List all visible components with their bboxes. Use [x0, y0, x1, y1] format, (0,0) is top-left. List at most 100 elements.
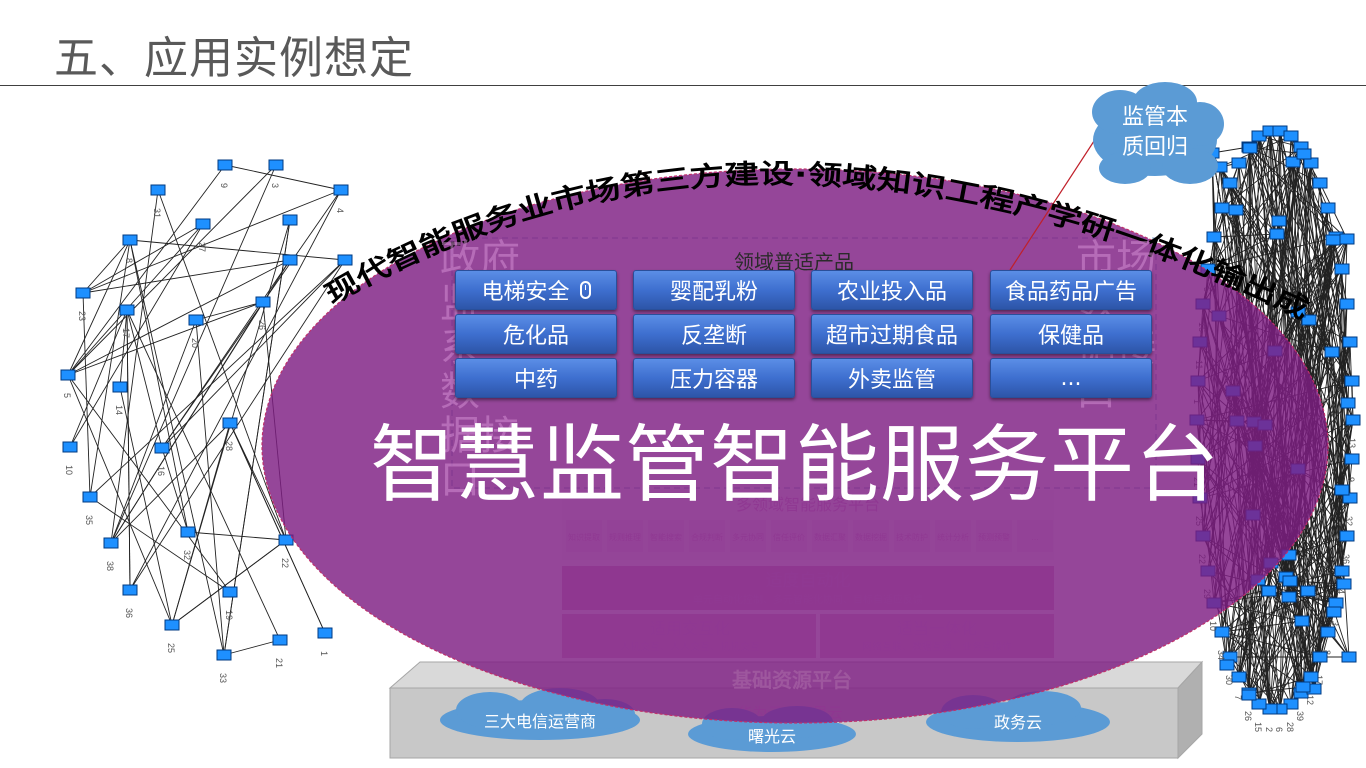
right-network-node	[1334, 263, 1350, 275]
network-edge	[224, 164, 342, 191]
network-edge	[1310, 489, 1343, 678]
network-node-label: 34	[1216, 650, 1226, 660]
network-edge	[126, 309, 131, 591]
network-edge	[1249, 147, 1354, 421]
right-network-node	[1325, 234, 1341, 246]
left-network-node	[255, 296, 271, 308]
product-expired-food[interactable]: 超市过期食品	[811, 314, 973, 354]
network-edge	[110, 189, 159, 544]
network-edge	[1258, 596, 1290, 705]
right-network-node	[1271, 215, 1287, 227]
title-divider	[0, 85, 1366, 86]
right-network-node	[1290, 306, 1306, 318]
network-node-label: 23	[77, 311, 87, 321]
callout-line-2: 质回归	[1121, 135, 1188, 160]
network-edge	[110, 164, 277, 544]
callout-line-1: 监管本	[1121, 105, 1188, 130]
network-node-label: 35	[84, 515, 94, 525]
network-node-label: 12	[1305, 695, 1315, 705]
network-edge	[1257, 579, 1271, 710]
product-elevator-safety[interactable]: 电梯安全	[455, 270, 617, 310]
right-network-node	[1241, 689, 1257, 701]
cloud-telecom-label: 三大电信运营商	[483, 712, 596, 731]
right-network-node	[1342, 492, 1358, 504]
right-network-node	[1283, 130, 1299, 142]
network-edge	[1221, 207, 1333, 353]
network-node-label: 4	[335, 208, 345, 213]
left-network-node	[337, 254, 353, 266]
network-node-label: 13	[1347, 438, 1357, 448]
left-network-node	[272, 634, 288, 646]
base-platform-label: 基础资源平台	[732, 668, 852, 692]
right-network-node	[1231, 157, 1247, 169]
product-label: 电梯安全	[481, 280, 570, 305]
product-takeaway-supervision[interactable]: 外卖监管	[811, 358, 973, 398]
network-edge	[1289, 580, 1345, 585]
right-network-node	[1282, 575, 1298, 587]
network-node-label: 26	[1243, 711, 1253, 721]
product-chinese-medicine[interactable]: 中药	[455, 358, 617, 398]
right-network-node	[1219, 659, 1235, 671]
product-pressure-vessels[interactable]: 压力容器	[633, 358, 795, 398]
product-agri-inputs[interactable]: 农业投入品	[811, 270, 973, 310]
left-network-node	[122, 584, 138, 596]
network-node-label: 16	[156, 466, 166, 476]
right-network-node	[1339, 298, 1355, 310]
network-edge	[1268, 590, 1337, 604]
right-network-node	[1214, 626, 1230, 638]
right-network-node	[1324, 346, 1340, 358]
network-edge	[67, 374, 231, 593]
network-edge	[67, 164, 226, 376]
network-edge	[1248, 620, 1303, 694]
left-network-node	[112, 381, 128, 393]
network-node-label: 39	[1295, 711, 1305, 721]
network-edge	[187, 531, 287, 541]
network-node-label: 20	[190, 338, 200, 348]
network-edge	[1221, 207, 1349, 404]
network-edge	[110, 319, 197, 544]
product-infant-formula[interactable]: 婴配乳粉	[633, 270, 795, 310]
network-edge	[129, 239, 346, 261]
left-network-node	[122, 234, 138, 246]
network-edge	[89, 239, 131, 498]
network-node-label: 38	[105, 561, 115, 571]
network-edge	[1278, 130, 1281, 222]
network-edge	[89, 496, 231, 593]
network-edge	[1331, 351, 1343, 491]
network-node-label: 3	[270, 183, 280, 188]
product-antitrust[interactable]: 反垄断	[633, 314, 795, 354]
left-network-node	[282, 254, 298, 266]
right-network-node	[1342, 336, 1358, 348]
network-edge	[1221, 631, 1321, 658]
product-health-products[interactable]: 保健品	[990, 314, 1152, 354]
network-edge	[129, 239, 225, 656]
right-network-node	[1312, 177, 1328, 189]
product-hazardous-chemicals[interactable]: 危化品	[455, 314, 617, 354]
network-edge	[82, 239, 131, 294]
network-edge	[1229, 656, 1281, 710]
network-node-label: 17	[1314, 675, 1324, 685]
callout-cloud-label: 监管本 质回归	[1105, 103, 1205, 163]
right-network-node	[1339, 233, 1355, 245]
right-network-node	[1300, 585, 1316, 597]
network-edge	[67, 374, 173, 626]
network-edge	[126, 309, 281, 641]
left-network-node	[150, 184, 166, 196]
right-network-node	[1301, 314, 1317, 326]
network-node-label: 7	[1233, 695, 1243, 700]
product-more[interactable]: ...	[990, 358, 1152, 398]
network-edge	[82, 223, 204, 294]
right-network-node	[1345, 414, 1361, 426]
network-edge	[1274, 238, 1348, 352]
network-node-label: 21	[274, 658, 284, 668]
mouse-icon	[579, 281, 591, 299]
network-edge	[195, 301, 264, 321]
network-edge	[1289, 535, 1348, 582]
network-edge	[171, 539, 287, 626]
network-node-label: 27	[197, 242, 207, 252]
left-network-node	[217, 159, 233, 171]
network-edge	[229, 422, 326, 634]
network-node-label: 10	[1208, 621, 1218, 631]
ghost-left-4: 据接	[440, 413, 520, 459]
product-food-drug-ads[interactable]: 食品药品广告	[990, 270, 1152, 310]
